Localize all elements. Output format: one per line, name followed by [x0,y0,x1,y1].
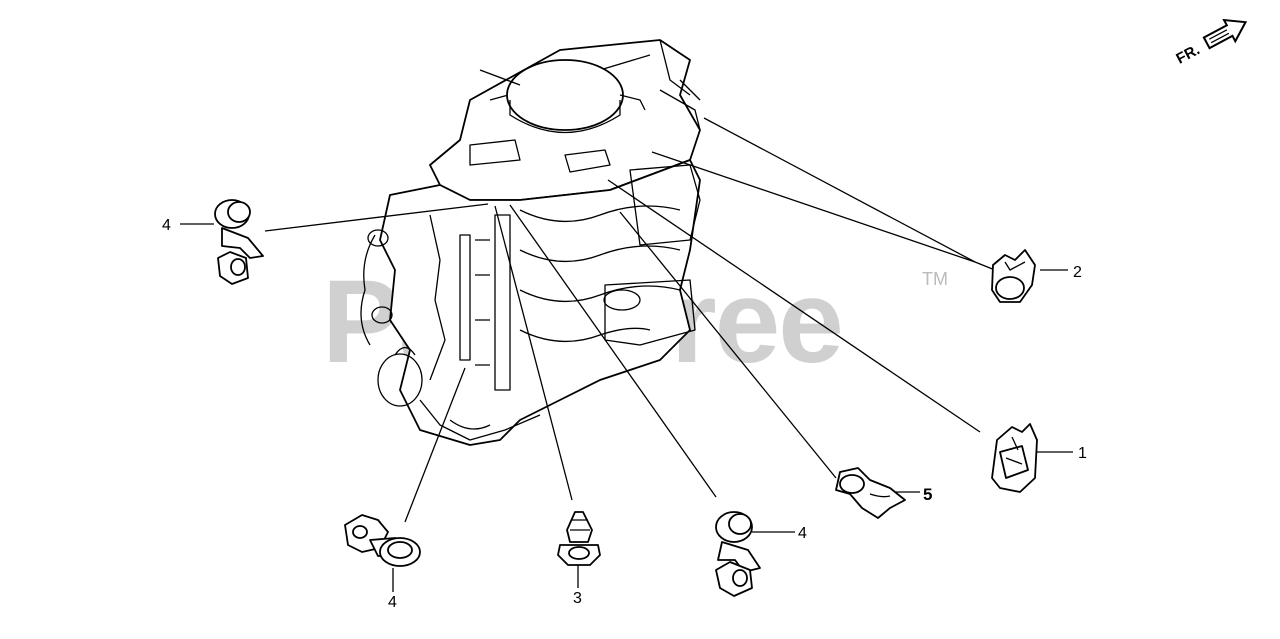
callout-3: 3 [573,590,582,607]
front-direction-marker: FR. [1173,18,1248,68]
callout-2: 2 [1073,264,1082,281]
part-1-clip [991,423,1038,493]
part-3-push-clip [557,511,601,566]
part-4-clamp-right [715,511,761,597]
engine-assembly [360,39,701,446]
callout-4-bottom: 4 [388,594,397,611]
callout-labels: 4 2 1 5 4 3 4 [162,217,1087,611]
part-4-clamp-bottom [344,514,421,567]
callout-4-right: 4 [798,525,807,542]
callout-1: 1 [1078,445,1087,462]
watermark-trademark: TM [922,269,948,289]
front-arrow-icon [1202,18,1248,50]
part-2-clip [991,249,1036,303]
callout-4-left: 4 [162,217,171,234]
part-5-clamp [835,467,906,519]
leader-lines [180,117,1073,592]
part-4-clamp-left [214,199,264,285]
callout-5: 5 [923,485,932,504]
front-label: FR. [1173,41,1202,67]
